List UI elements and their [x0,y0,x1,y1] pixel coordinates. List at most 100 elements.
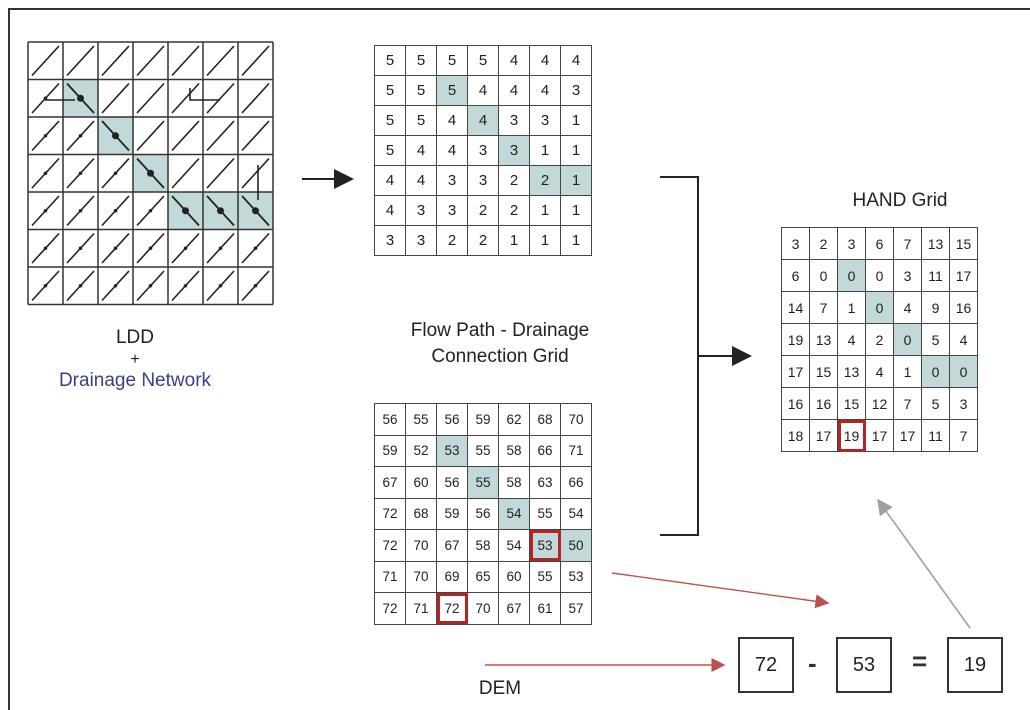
hand-grid-cell: 16 [949,291,978,324]
ldd-flow-line [101,45,130,77]
hand-grid-cell: 1 [893,355,922,388]
dem-cell: 50 [560,529,592,562]
dem-cell: 72 [436,592,468,625]
equation-result: 19 [947,637,1003,693]
hand-grid-cell: 16 [781,387,810,420]
flow-grid-cell: 1 [560,195,592,226]
ldd-flow-node [112,132,119,140]
dem-cell: 59 [374,434,406,467]
ldd-flow-node [218,246,223,251]
flow-grid-cell: 5 [436,45,468,76]
hand-grid-cell: 3 [781,227,810,260]
hand-grid-cell: 19 [837,419,866,452]
flow-grid-cell: 5 [374,45,406,76]
dem-cell: 70 [405,560,437,593]
dem-cell: 69 [436,560,468,593]
ldd-flow-node [182,207,189,215]
flow-grid-cell: 3 [436,195,468,226]
flow-grid-cell: 1 [529,225,561,256]
ldd-flow-node [148,283,153,288]
flow-grid-cell: 3 [436,165,468,196]
dem-cell: 62 [498,403,530,436]
hand-grid-cell: 17 [949,259,978,292]
hand-grid-cell: 15 [837,387,866,420]
hand-grid-cell: 2 [865,323,894,356]
ldd-flow-node [148,208,153,213]
ldd-flow-node [113,246,118,251]
flow-grid-cell: 5 [405,45,437,76]
ldd-label-line2: Drainage Network [58,370,212,392]
hand-grid-cell: 14 [781,291,810,324]
dem-cell: 60 [498,560,530,593]
dem-cell: 54 [498,529,530,562]
ldd-flow-node [183,246,188,251]
ldd-flow-node [217,207,224,215]
hand-grid-cell: 4 [865,355,894,388]
ldd-label-plus: + [130,350,140,368]
dem-cell: 58 [467,529,499,562]
hand-grid-cell: 0 [837,259,866,292]
flow-grid-cell: 3 [405,225,437,256]
flow-grid-cell: 4 [405,165,437,196]
flow-grid-cell: 2 [467,195,499,226]
hand-grid-cell: 13 [809,323,838,356]
ldd-flow-line [171,45,200,77]
ldd-label: LDD + Drainage Network [20,325,250,394]
ldd-flow-line [241,120,270,152]
ldd-flow-line [206,157,235,189]
dem-cell: 55 [467,466,499,499]
ldd-flow-line [171,157,200,189]
ldd-flow-line [136,45,165,77]
dem-cell: 57 [560,592,592,625]
hand-grid-cell: 0 [809,259,838,292]
dem-cell: 70 [467,592,499,625]
dem-cell: 53 [560,560,592,593]
flow-grid-title: Flow Path - Drainage Connection Grid [360,318,640,369]
flow-grid-cell: 1 [529,195,561,226]
arrow-result-to-hand [877,498,971,629]
dem-cell: 56 [436,466,468,499]
dem-cell: 63 [529,466,561,499]
hand-grid-cell: 11 [921,419,950,452]
flow-grid-cell: 5 [405,105,437,136]
ldd-flow-line [241,82,270,114]
hand-grid-cell: 5 [921,387,950,420]
dem-cell: 53 [436,434,468,467]
dem-cell: 72 [374,497,406,530]
ldd-flow-line [171,82,200,114]
hand-grid-cell: 11 [921,259,950,292]
ldd-tributary [189,88,220,101]
dem-cell: 54 [498,497,530,530]
flow-grid-cell: 3 [467,135,499,166]
ldd-flow-node [183,283,188,288]
hand-grid-cell: 18 [781,419,810,452]
flow-grid-cell: 1 [560,225,592,256]
flow-grid-cell: 3 [374,225,406,256]
flow-grid-cell: 2 [436,225,468,256]
equation-term-a: 72 [738,637,794,693]
dem-cell: 58 [498,434,530,467]
ldd-flow-node [43,246,48,251]
ldd-flow-node [43,171,48,176]
ldd-flow-line [66,45,95,77]
ldd-flow-node [113,208,118,213]
dem-cell: 66 [529,434,561,467]
ldd-flow-node [43,283,48,288]
equation-term-b: 53 [836,637,892,693]
flow-grid-cell: 2 [529,165,561,196]
flow-grid-cell: 4 [529,75,561,106]
ldd-flow-node [78,283,83,288]
hand-grid-cell: 15 [949,227,978,260]
